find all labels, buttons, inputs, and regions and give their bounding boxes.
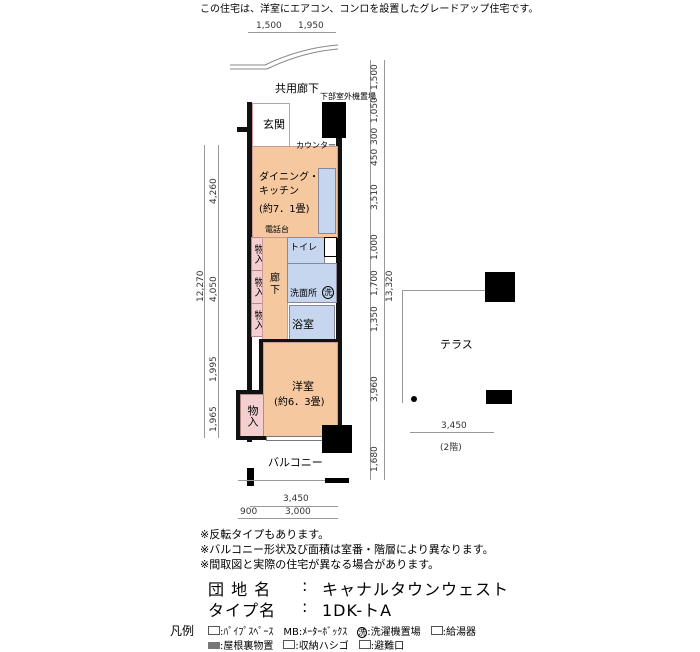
entrance: 玄関: [252, 103, 290, 147]
pillar: [322, 425, 352, 453]
dim-bottom-1: 900: [240, 507, 258, 517]
legend-pipe-space: :ﾊﾟｲﾌﾟｽﾍﾟｰｽ: [208, 623, 273, 638]
dim-right-3: 300: [370, 127, 380, 145]
balcony-label: バルコニー: [268, 456, 323, 469]
header-note: この住宅は、洋室にエアコン、コンロを設置したグレードアップ住宅です。: [200, 4, 539, 15]
washer-icon: 洗: [357, 627, 368, 638]
terrace: [402, 290, 513, 403]
left-wall: [247, 102, 252, 442]
dim-left-total: 12,270: [196, 270, 206, 303]
dim-right-6: 1,000: [370, 234, 380, 260]
dim-line: [248, 32, 336, 33]
hallway: 廊 下: [262, 237, 288, 342]
balcony-post: [247, 468, 254, 486]
sep: :: [302, 576, 309, 595]
water-heater-icon: [430, 626, 443, 635]
note-2: ※バルコニー形状及び面積は室番・階層により異なります。: [200, 543, 494, 556]
kitchen-counter: [318, 168, 336, 234]
terrace-width: 3,450: [441, 421, 467, 431]
dim-right-2: 1,050: [370, 97, 380, 123]
bathroom: 浴室: [289, 305, 335, 341]
dim-line: [410, 432, 494, 433]
dim-right-8: 1,350: [370, 306, 380, 332]
dim-line: [218, 145, 219, 438]
dim-bottom-total: 3,450: [283, 494, 309, 504]
ladder-icon: [283, 640, 296, 649]
dim-line: [204, 145, 205, 438]
note-3: ※間取図と実際の住宅が異なる場合があります。: [200, 558, 440, 571]
terrace-pillar: [485, 272, 515, 302]
legend-ladder: :収納ハシゴ: [283, 637, 349, 652]
pipe-space-icon: [208, 626, 220, 635]
balcony-edge: [325, 478, 349, 483]
washroom: 洗面所洗: [287, 263, 337, 303]
wall: [259, 339, 263, 394]
estate-label: 団 地 名: [208, 580, 272, 599]
legend-water-heater: :給湯器: [430, 623, 476, 638]
dim-right-7: 1,700: [370, 270, 380, 296]
pipe-shaft-top: [322, 102, 346, 138]
wall: [236, 390, 240, 440]
type-label: タイプ名: [208, 601, 277, 620]
dim-line: [370, 60, 371, 480]
type-name: 1DK-トA: [322, 601, 393, 620]
dim-bottom-2: 3,000: [285, 507, 311, 517]
dim-left-4: 1,965: [209, 406, 219, 432]
dim-left-2: 4,050: [209, 276, 219, 302]
dim-right-9: 3,960: [370, 376, 380, 402]
balcony-window: [266, 436, 326, 441]
escape-hatch-icon: [358, 640, 371, 649]
counter-label: カウンター: [296, 141, 336, 150]
estate-name: キャナルタウンウェスト: [322, 580, 510, 599]
dim-line: [384, 60, 385, 480]
dim-left-3: 1,995: [209, 356, 219, 382]
wall-stub: [237, 127, 249, 132]
dim-top-1: 1,500: [256, 21, 282, 31]
dim-right-10: 1,680: [370, 446, 380, 472]
dim-right-1: 1,500: [370, 64, 380, 90]
drain-icon: [411, 396, 417, 402]
western-room: 洋室 (約6．3畳): [263, 342, 338, 439]
legend-row-1: :ﾊﾟｲﾌﾟｽﾍﾟｰｽ MB:ﾒｰﾀｰﾎﾞｯｸｽ 洗:洗濯機置場 :給湯器: [208, 623, 476, 638]
storage-4: 物入: [240, 394, 264, 438]
legend-attic: :屋根裏物置: [208, 637, 273, 652]
legend-title: 凡例: [170, 624, 195, 638]
floor-label: (2階): [440, 443, 462, 453]
legend-meter-box: MB:ﾒｰﾀｰﾎﾞｯｸｽ: [283, 627, 348, 638]
dim-right-total: 13,320: [385, 270, 395, 303]
common-corridor-label: 共用廊下: [275, 82, 319, 95]
wall: [236, 390, 263, 394]
wall: [236, 436, 266, 440]
outdoor-unit-label: 下部室外機置場: [320, 92, 376, 101]
note-1: ※反転タイプもあります。: [200, 528, 330, 541]
terrace-label: テラス: [440, 338, 473, 351]
pipe-space-icon: [324, 237, 337, 257]
legend-escape-hatch: :避難口: [358, 637, 404, 652]
terrace-pillar-bottom: [486, 390, 512, 404]
corridor-curve: [230, 44, 339, 70]
legend-row-2: :屋根裏物置 :収納ハシゴ :避難口: [208, 637, 404, 652]
legend-washer: 洗:洗濯機置場: [357, 627, 421, 638]
dim-line: [250, 506, 338, 507]
dim-line: [238, 518, 338, 519]
wall: [259, 339, 337, 342]
right-wall: [336, 102, 342, 438]
sep: :: [302, 597, 309, 616]
dim-right-4: 450: [370, 148, 380, 166]
dim-left-1: 4,260: [209, 178, 219, 204]
dim-right-5: 3,510: [370, 184, 380, 210]
balcony-rail: [238, 480, 348, 481]
attic-icon: [208, 642, 220, 649]
toilet: トイレ: [287, 237, 325, 264]
washer-icon: 洗: [322, 286, 334, 299]
dim-top-2: 1,950: [298, 21, 324, 31]
